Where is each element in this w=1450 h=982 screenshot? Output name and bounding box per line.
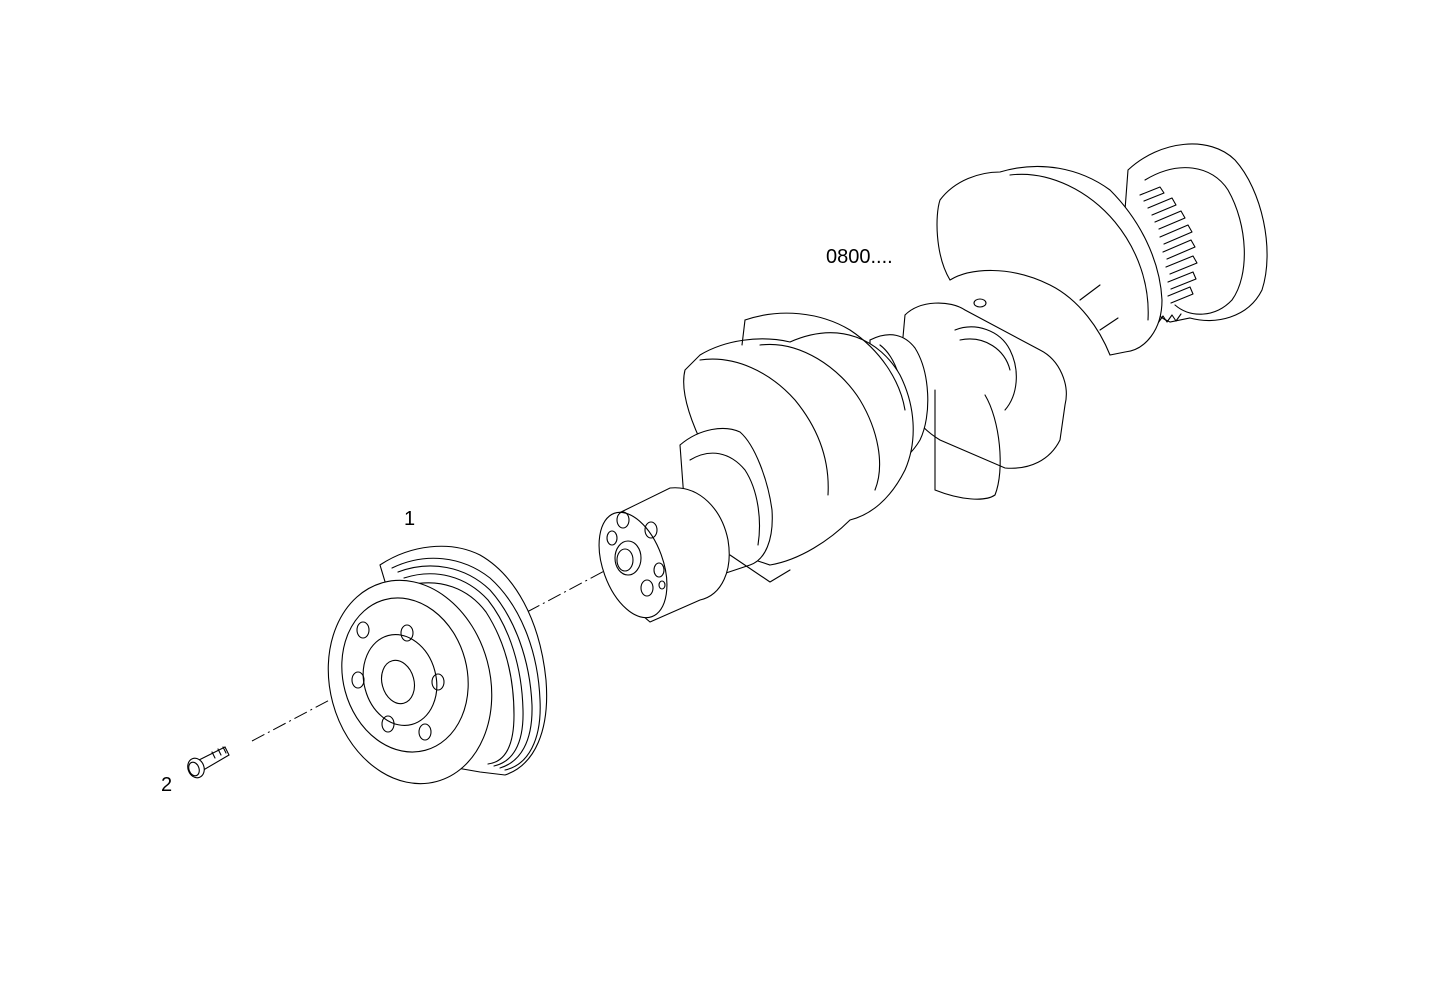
callout-pulley: 1 (404, 508, 416, 530)
crankshaft-rear-web (936, 165, 1163, 356)
pulley[interactable] (306, 545, 548, 802)
crankshaft[interactable] (586, 143, 1268, 627)
callout-crankshaft: 0800.... (826, 246, 893, 268)
crankshaft-nose (598, 427, 791, 623)
bolt[interactable] (185, 746, 230, 780)
crankshaft-flange (1124, 143, 1268, 326)
callout-bolt: 2 (161, 774, 173, 796)
